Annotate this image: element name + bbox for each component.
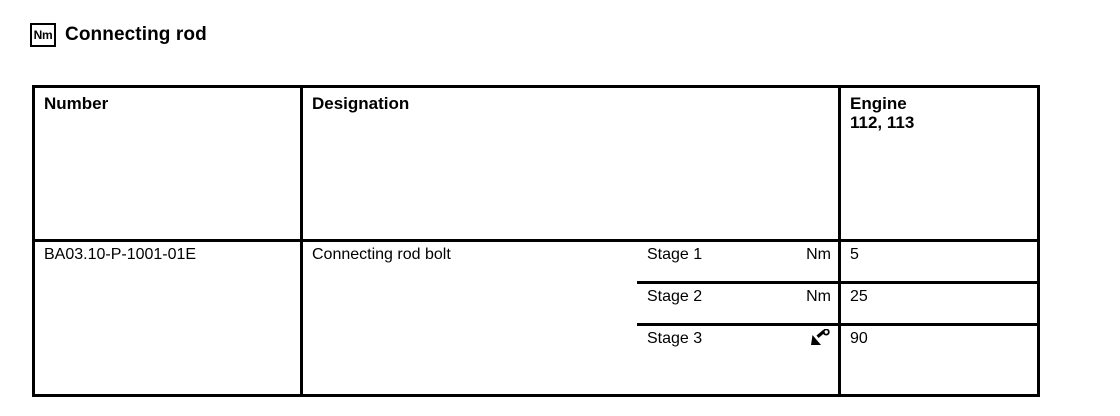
stage-2-value: 25 [850,288,868,305]
stage-3-label: Stage 3 [647,330,703,347]
column-header-engine-line1: Engine [850,94,907,113]
stage-2-unit: Nm [806,288,831,305]
column-header-designation: Designation [312,94,410,113]
stage-divider-2 [637,281,1037,284]
nm-unit-icon: Nm [30,23,56,47]
stage-1-label: Stage 1 [647,246,703,263]
table-row-number: BA03.10-P-1001-01E [44,246,197,263]
torque-angle-degrees-icon [767,328,831,348]
table-row-stage-2: Stage 2 Nm 25 [637,284,1037,326]
column-header-engine-line2: 112, 113 [850,113,915,132]
table-row-stage-3: Stage 3 90 [637,326,1037,368]
stage-3-value: 90 [850,330,868,347]
table-row-designation: Connecting rod bolt [312,246,451,263]
column-header-number: Number [44,94,109,113]
stage-1-value: 5 [850,246,859,263]
table-row-stage-1: Stage 1 Nm 5 [637,242,1037,284]
stage-2-label: Stage 2 [647,288,703,305]
page-title: Connecting rod [65,24,207,45]
header-row-divider [35,239,1037,242]
torque-specification-table: Number Designation Engine 112, 113 BA03.… [32,85,1040,397]
stage-1-unit: Nm [806,246,831,263]
column-header-engine: Engine 112, 113 [850,94,914,132]
stage-divider-3 [637,323,1037,326]
page-title-row: Nm Connecting rod [30,23,207,47]
nm-unit-icon-label: Nm [33,28,53,42]
